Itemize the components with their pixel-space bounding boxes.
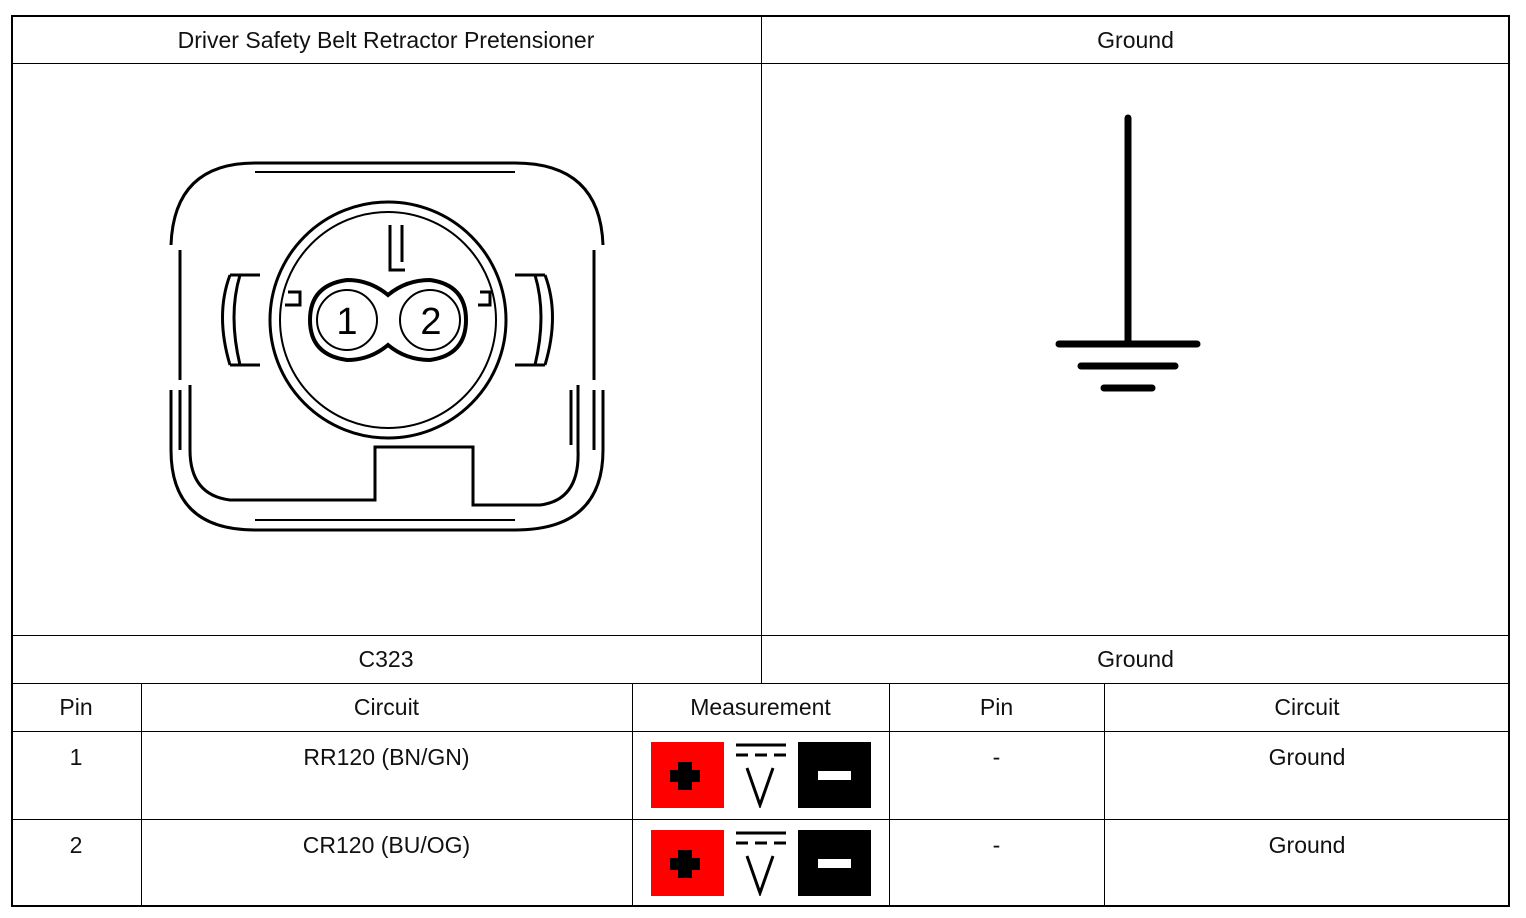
divider [11,63,1510,64]
row-1-circuit: RR120 (BN/GN) [303,744,470,770]
dc-voltage-icon [734,830,788,898]
connector-face-diagram: 1 2 [169,161,605,532]
pin-2-label: 2 [420,301,441,343]
pinout-table-frame [11,15,1510,907]
divider [1104,683,1105,907]
header-measurement: Measurement [690,694,831,720]
divider [11,635,1510,636]
plus-icon [651,830,724,896]
row-1-ground-circuit: Ground [1268,744,1346,770]
pin-1-label: 1 [336,301,357,343]
ground-title: Ground [1097,26,1174,53]
connector-id-label: C323 [358,646,414,672]
header-pin: Pin [59,694,93,720]
dc-voltage-icon [734,742,788,810]
connector-title: Driver Safety Belt Retractor Pretensione… [177,26,595,53]
row-2-measurement [651,830,871,898]
row-1-ground-pin: - [992,744,1001,770]
ground-label: Ground [1097,646,1174,672]
row-1-pin: 1 [69,744,83,770]
divider [889,683,890,907]
header-ground-pin: Pin [979,694,1014,720]
minus-icon [798,830,871,896]
minus-icon [798,742,871,808]
header-circuit: Circuit [353,694,420,720]
divider [11,683,1510,684]
row-2-pin: 2 [69,832,83,858]
ground-symbol-icon [1055,114,1201,392]
divider [11,731,1510,732]
divider [632,683,633,907]
row-2-ground-pin: - [992,832,1001,858]
plus-icon [651,742,724,808]
row-2-ground-circuit: Ground [1268,832,1346,858]
divider [11,819,1510,820]
row-2-circuit: CR120 (BU/OG) [302,832,471,858]
row-1-measurement [651,742,871,810]
header-ground-circuit: Circuit [1274,694,1340,720]
divider [141,683,142,907]
divider [761,15,762,684]
